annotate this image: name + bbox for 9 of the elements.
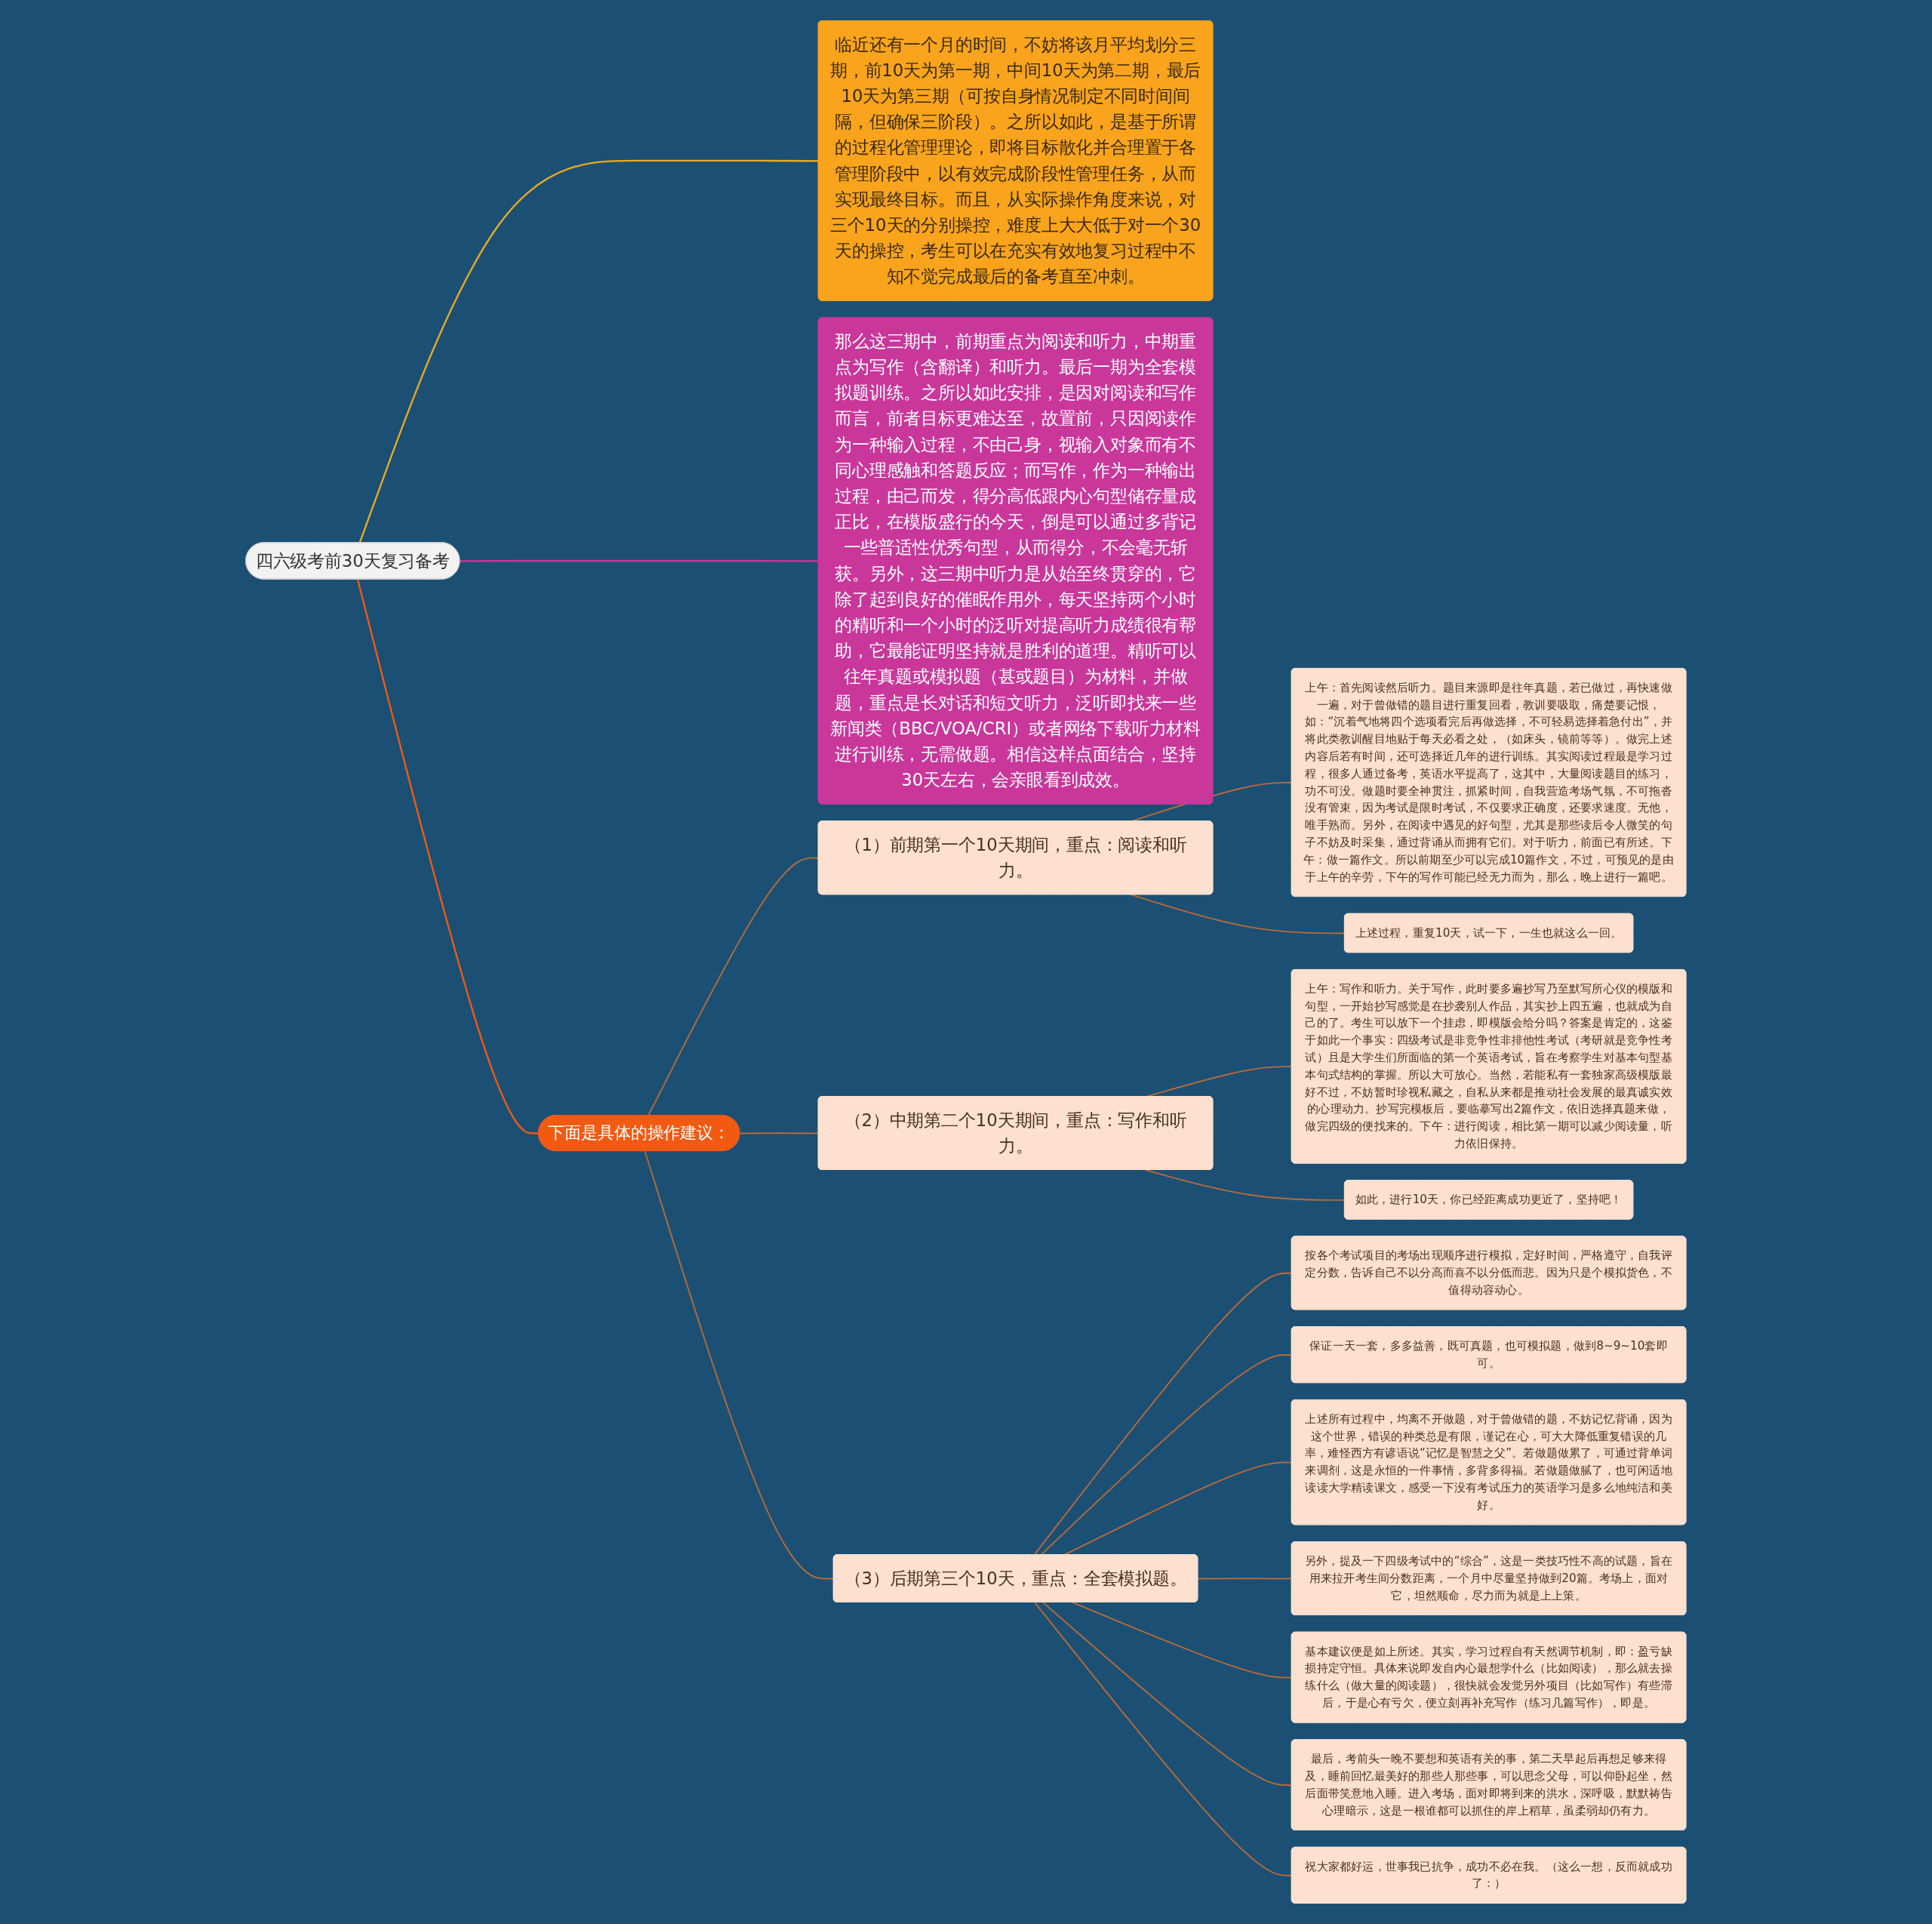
connector (1072, 1601, 1293, 1679)
connector (1197, 1578, 1293, 1580)
connector (357, 579, 540, 1134)
connector (358, 159, 820, 543)
connector (739, 1132, 820, 1134)
connector (1042, 1601, 1293, 1787)
connector (1034, 1601, 1293, 1876)
connector (460, 559, 820, 562)
connector (648, 857, 820, 1116)
